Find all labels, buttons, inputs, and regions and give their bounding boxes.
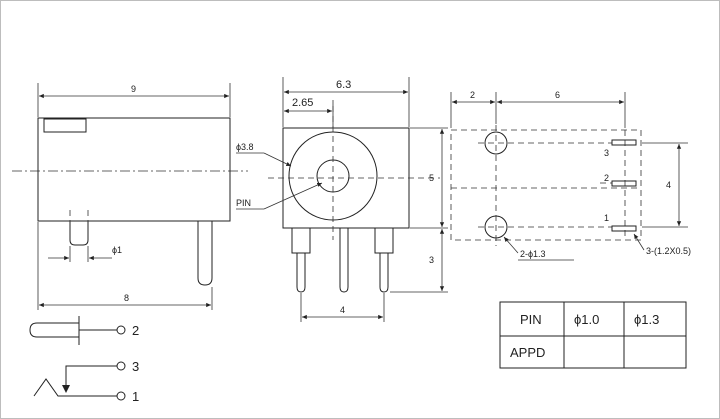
schematic-terminal-3	[116, 361, 126, 371]
side-body	[37, 117, 231, 222]
front-height-dim: 5	[429, 173, 434, 183]
pcb-hole-note: 2-ϕ1.3	[520, 249, 546, 259]
front-tab-right	[374, 227, 394, 254]
front-pin-right	[379, 253, 389, 293]
schematic-symbol: 2 3 1	[29, 316, 139, 404]
front-width-dim: 6.3	[336, 79, 351, 91]
schematic-terminal-1	[116, 391, 126, 401]
front-pin-length-dim: 3	[429, 255, 434, 265]
front-pin-spacing-dim: 4	[340, 305, 345, 315]
table-row-appd: APPD	[510, 345, 545, 360]
table-header-pin: PIN	[520, 312, 542, 327]
pcb-pin-number-2: 2	[604, 173, 609, 183]
pcb-pin-number-3: 3	[604, 148, 609, 158]
table-header-phi13: ϕ1.3	[634, 312, 659, 327]
schematic-terminal-2	[116, 325, 126, 335]
table-header-phi10: ϕ1.0	[574, 312, 599, 327]
pcb-hole-top	[484, 131, 508, 155]
front-hole-dim: ϕ3.8	[236, 142, 254, 152]
pcb-outline	[450, 129, 642, 241]
side-view: 9 8 ϕ1	[12, 83, 248, 310]
pcb-dim-left: 2	[470, 90, 475, 100]
pcb-slot-3	[611, 139, 637, 146]
spec-table: PIN ϕ1.0 ϕ1.3 APPD	[499, 301, 687, 369]
front-pin-left	[296, 253, 306, 293]
schematic-pin-3: 3	[132, 359, 139, 374]
side-long-pin	[197, 221, 213, 286]
front-view: 6.3 2.65 5 3 4 ϕ3.8 PIN	[236, 77, 448, 322]
front-pin-callout: PIN	[236, 198, 251, 208]
pcb-layout: 3 2 1 2 6 4 2-ϕ1.3 3-(1.2X0.5)	[450, 90, 691, 261]
front-pin-middle	[339, 228, 349, 293]
schematic-pin-1: 1	[132, 389, 139, 404]
side-pin-dim: ϕ1	[112, 245, 122, 255]
side-length-dim: 8	[124, 293, 129, 303]
pcb-slot-1	[611, 225, 637, 232]
front-tab-left	[291, 227, 311, 254]
side-short-pin	[69, 221, 89, 246]
schematic-plug	[29, 322, 79, 338]
pcb-pin-number-1: 1	[604, 213, 609, 223]
schematic-pin-2: 2	[132, 323, 139, 338]
front-offset-dim: 2.65	[292, 97, 313, 109]
pcb-slot-2	[611, 180, 637, 187]
pcb-slot-note: 3-(1.2X0.5)	[646, 246, 691, 256]
pcb-dim-top: 6	[555, 90, 560, 100]
pcb-dim-right: 4	[666, 180, 671, 190]
side-key-slot	[43, 118, 87, 133]
side-width-dim: 9	[131, 84, 136, 94]
